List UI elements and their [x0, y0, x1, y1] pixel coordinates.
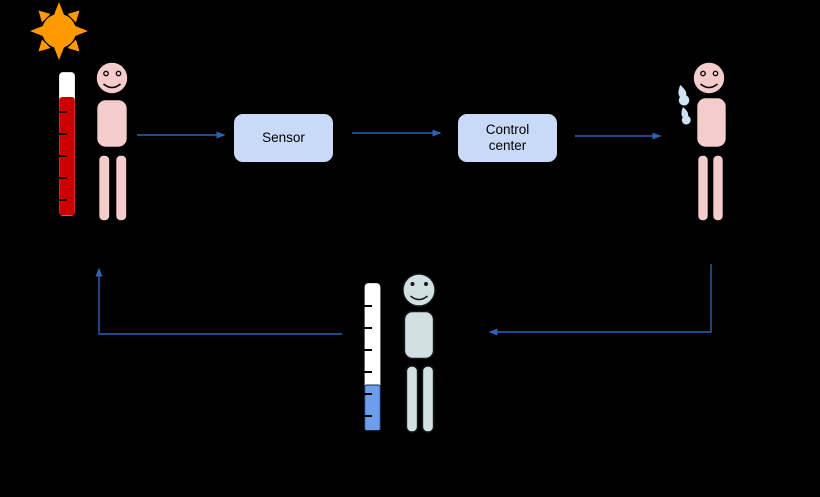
arrow-feedback-return	[95, 267, 342, 335]
sensor-label: Sensor	[262, 130, 305, 146]
sweating-person-icon	[692, 61, 728, 222]
hot-person-icon	[95, 61, 129, 222]
sun-icon	[30, 2, 88, 60]
thermometer-high-icon	[56, 69, 78, 219]
control-center-box: Control center	[457, 113, 558, 163]
sweat-drops-icon	[677, 82, 692, 126]
cooled-person-icon	[402, 273, 436, 433]
control-center-label: Control center	[485, 122, 530, 153]
thermometer-normal-icon	[362, 280, 383, 434]
arrow-effector-to-response	[488, 264, 712, 336]
sensor-box: Sensor	[233, 113, 334, 163]
